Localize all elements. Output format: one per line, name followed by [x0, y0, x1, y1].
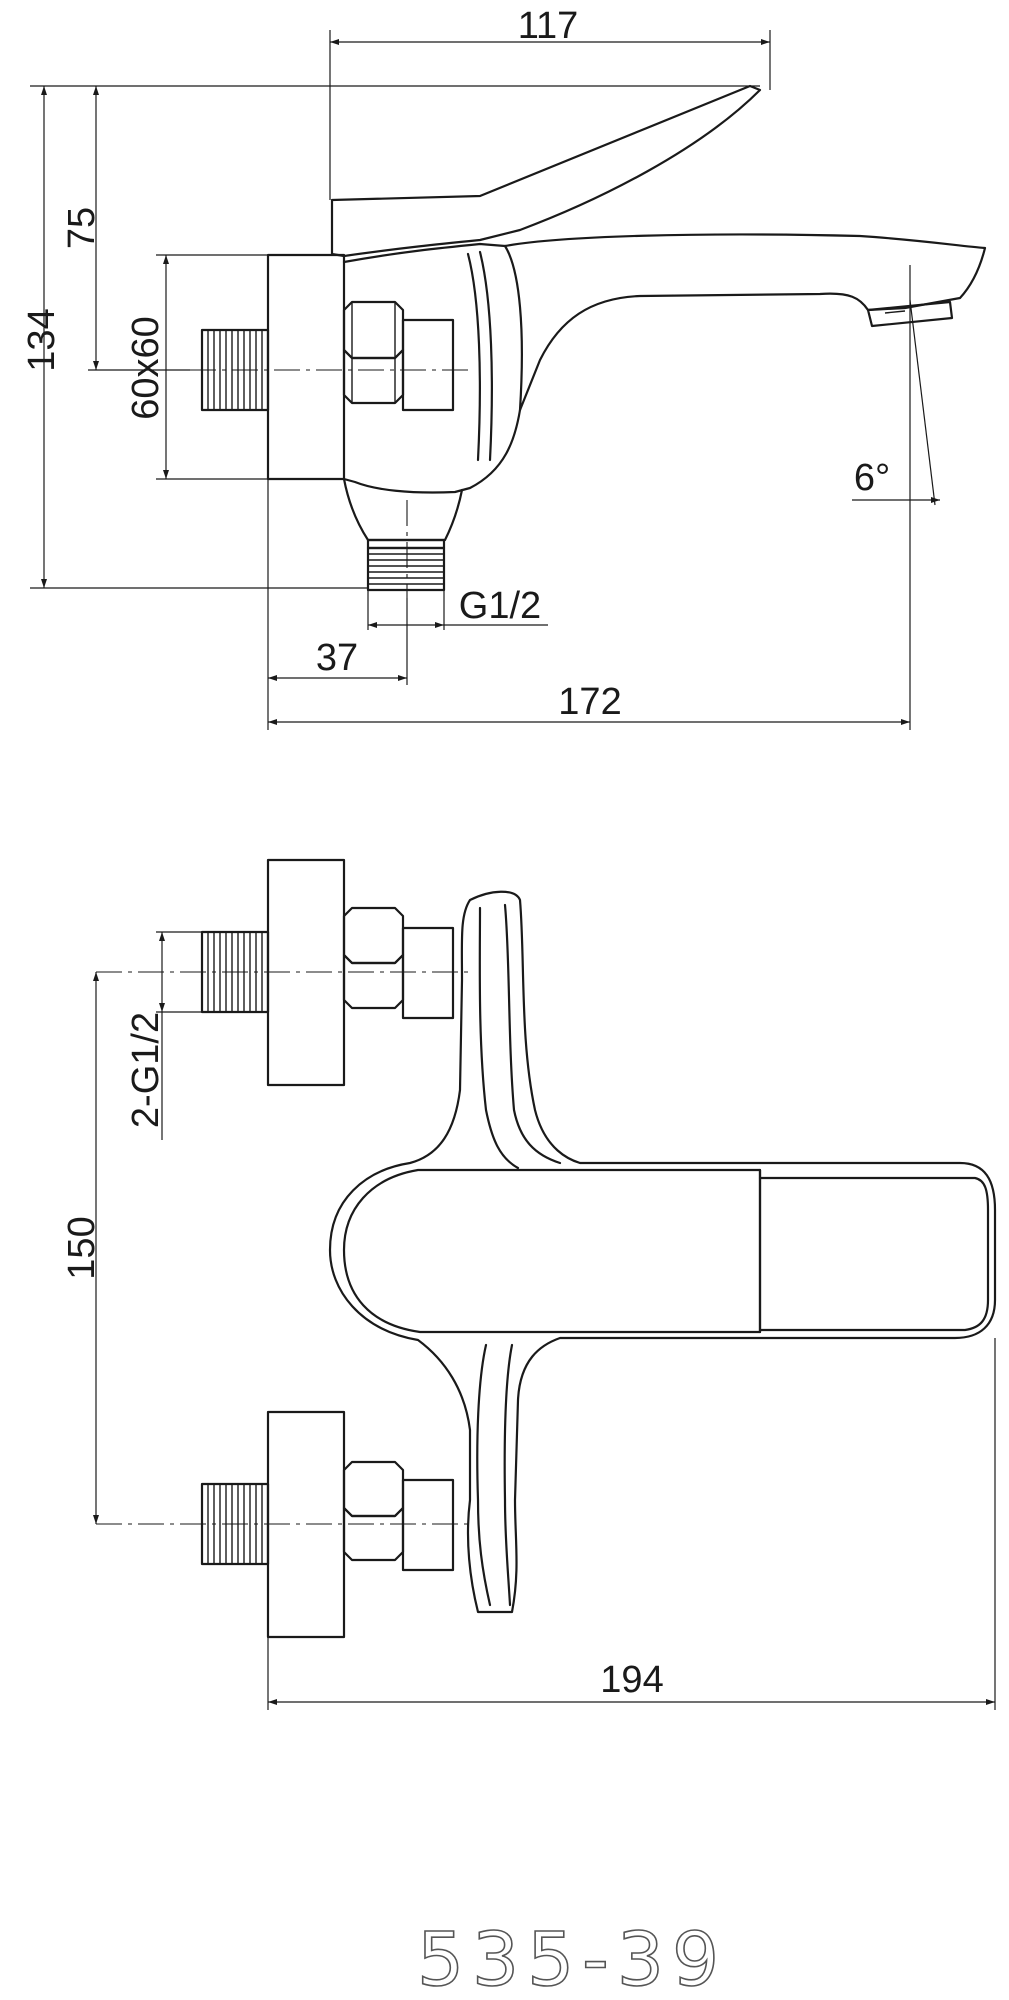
- top-hex-nut-lower: [342, 1460, 455, 1572]
- top-lever-handle: [342, 1168, 762, 1334]
- dim-g12: G1/2: [367, 585, 548, 630]
- dim-134-label: 134: [21, 308, 63, 371]
- side-body: [342, 242, 523, 592]
- dim-194-label: 194: [600, 1659, 663, 1701]
- dim-172: 172: [268, 510, 911, 730]
- dim-angle-6: 6°: [852, 265, 940, 510]
- dim-2g12-label: 2-G1/2: [125, 1012, 167, 1128]
- dim-117-label: 117: [518, 5, 579, 47]
- side-view: 117 134 75 60x60 6°: [21, 5, 987, 730]
- side-hex-nut: [342, 300, 455, 412]
- side-lever-handle: [330, 84, 762, 258]
- dim-150-label: 150: [61, 1216, 103, 1279]
- top-body-outline: [328, 890, 997, 1614]
- dim-37: 37: [267, 479, 408, 730]
- side-bottom-thread: [366, 546, 446, 592]
- dim-194: 194: [267, 1338, 996, 1710]
- dim-75-label: 75: [61, 207, 103, 249]
- top-view: 2-G1/2 150 194: [61, 858, 997, 1710]
- dim-g12-label: G1/2: [459, 585, 541, 627]
- dim-172-label: 172: [558, 681, 621, 723]
- dim-150: 150: [61, 972, 103, 1524]
- side-spout: [503, 233, 987, 412]
- dim-60x60-label: 60x60: [125, 316, 167, 420]
- dim-37-label: 37: [316, 637, 358, 679]
- dim-134: 134: [21, 85, 760, 589]
- dim-60x60: 60x60: [125, 254, 268, 480]
- top-hex-nut-upper: [342, 906, 455, 1020]
- dim-angle-label: 6°: [854, 457, 890, 499]
- model-code: 535-39: [417, 1917, 727, 2000]
- dim-75: 75: [61, 86, 190, 371]
- dim-117: 117: [329, 5, 771, 200]
- dim-2g12: 2-G1/2: [125, 931, 202, 1140]
- side-aerator: [866, 300, 954, 328]
- side-wall-flange: [266, 253, 346, 481]
